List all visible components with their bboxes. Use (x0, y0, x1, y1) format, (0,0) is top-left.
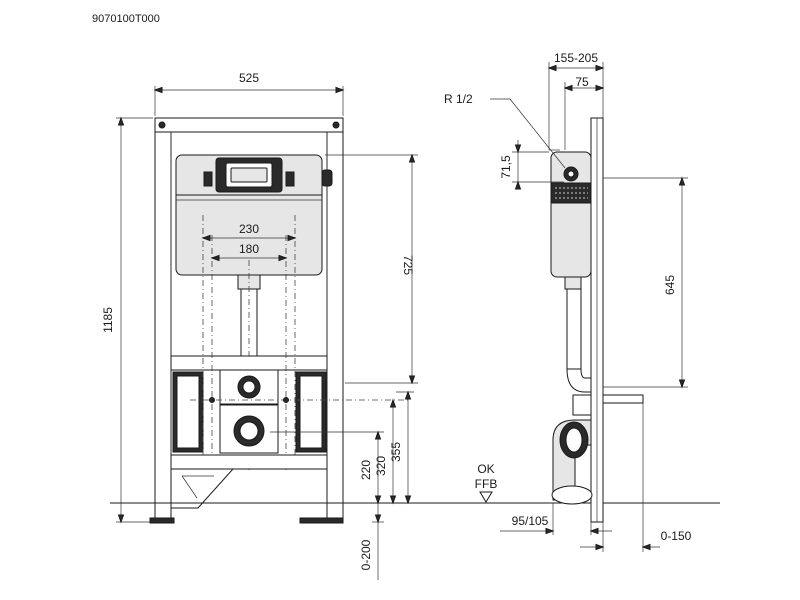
dim-width: 525 (239, 71, 259, 85)
frame-lower-bar (170, 454, 328, 470)
inlet-valve-icon (321, 169, 333, 187)
dim-cistern-height: 645 (663, 275, 677, 295)
dim-bolt-spacing-outer: 230 (239, 222, 259, 236)
label-finished-floor-bottom: FFB (475, 477, 498, 491)
dim-depth-range: 155-205 (554, 51, 598, 65)
side-pipe-bend (566, 368, 592, 393)
dim-inlet-offset: 71,5 (499, 155, 513, 179)
left-foot (149, 517, 175, 524)
dim-height: 1185 (101, 307, 115, 333)
label-finished-floor-top: OK (477, 462, 494, 476)
frame-middle-bar (170, 355, 328, 371)
mounting-hole-left (158, 121, 166, 129)
dim-wall-adjust: 0-150 (661, 529, 692, 543)
product-code: 9070100T000 (92, 13, 160, 25)
side-outlet-opening (551, 485, 593, 505)
floor-marker-icon (479, 491, 493, 503)
dim-depth: 75 (575, 75, 589, 89)
dim-bolt-spacing-inner: 180 (239, 242, 259, 256)
diagonal-brace (170, 468, 235, 509)
dim-inlet-height: 355 (389, 442, 403, 462)
frame-left-post (154, 117, 172, 523)
dim-lower-height: 220 (359, 460, 373, 480)
side-view: R 1/2 155-205 75 71,5 645 OK FFB (444, 51, 692, 552)
front-view: 525 1185 725 230 180 355 (101, 71, 720, 580)
frame-top-bar (154, 117, 344, 133)
mounting-hole-right (332, 121, 340, 129)
dim-floor-adjust: 0-200 (359, 539, 373, 570)
right-foot (299, 517, 344, 524)
dim-flush-plate-height: 725 (401, 255, 415, 275)
side-bracket (602, 394, 644, 404)
label-water-inlet: R 1/2 (444, 92, 473, 106)
dim-outlet-depth: 95/105 (512, 514, 549, 528)
side-flush-pipe (566, 288, 582, 370)
dim-outlet-height: 320 (374, 456, 388, 476)
